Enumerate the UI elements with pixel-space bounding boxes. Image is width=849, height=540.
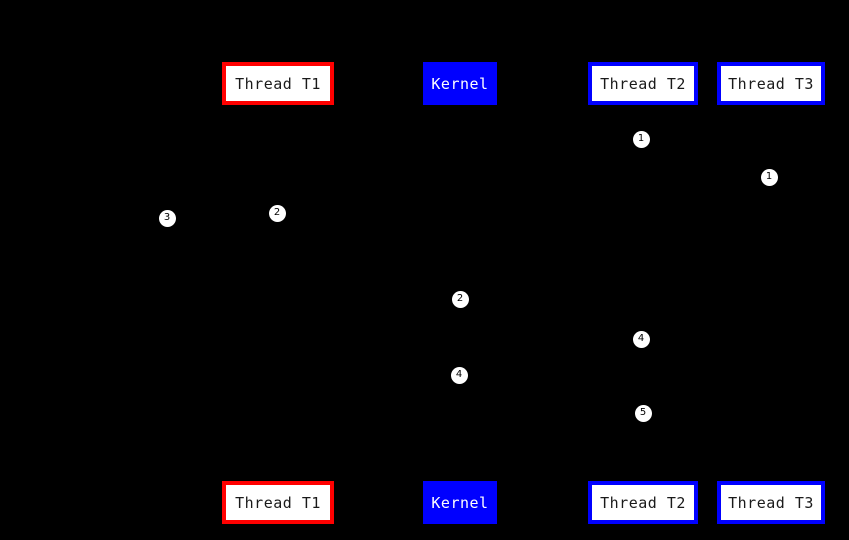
participant-label: Kernel [431,74,489,93]
participant-label: Thread T1 [235,493,321,512]
participant-box-t2-footer[interactable]: Thread T2 [588,481,698,524]
step-badge-5: 5 [634,404,652,422]
lifeline-t3 [771,105,772,481]
participant-label: Thread T3 [728,74,814,93]
participant-box-kernel-header[interactable]: Kernel [423,62,497,105]
lifeline-t1 [278,105,279,481]
participant-box-t1-footer[interactable]: Thread T1 [222,481,334,524]
step-badge-1: 1 [760,168,778,186]
step-badge-1: 1 [632,130,650,148]
participant-label: Thread T2 [600,74,686,93]
step-badge-2: 2 [451,290,469,308]
step-badge-2: 2 [268,204,286,222]
participant-box-t2-header[interactable]: Thread T2 [588,62,698,105]
participant-label: Thread T2 [600,493,686,512]
participant-box-t3-header[interactable]: Thread T3 [717,62,825,105]
participant-box-t3-footer[interactable]: Thread T3 [717,481,825,524]
step-badge-4: 4 [450,366,468,384]
participant-label: Thread T1 [235,74,321,93]
participant-label: Kernel [431,493,489,512]
participant-box-t1-header[interactable]: Thread T1 [222,62,334,105]
participant-label: Thread T3 [728,493,814,512]
participant-box-kernel-footer[interactable]: Kernel [423,481,497,524]
lifeline-t2 [643,105,644,481]
step-badge-4: 4 [632,330,650,348]
step-badge-3: 3 [158,209,176,227]
